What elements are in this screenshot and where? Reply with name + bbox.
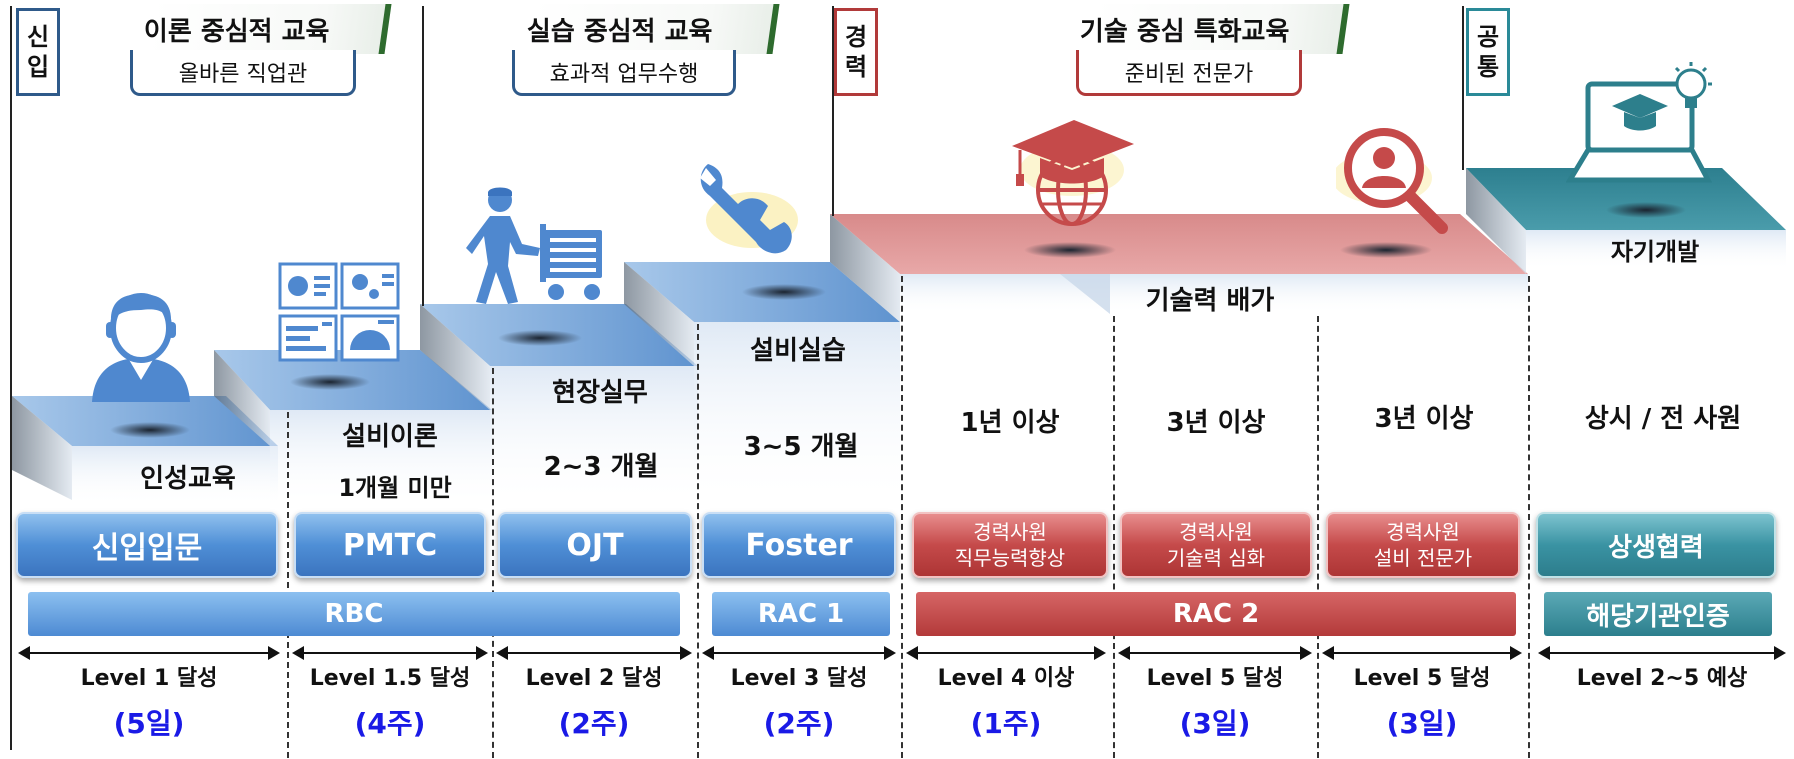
level-label-8: Level 2~5 예상	[1576, 666, 1748, 691]
banner-text: 실습 중심적 교육	[527, 16, 713, 47]
duration-3: (2주)	[558, 707, 630, 740]
level-label-2: Level 1.5 달성	[309, 666, 471, 691]
program-career-tech-deepen: 경력사원 기술력 심화	[1120, 512, 1312, 578]
level-label-1: Level 1 달성	[80, 666, 218, 691]
section-banner-career: 기술 중심 특화교육	[1026, 4, 1350, 54]
worker-cart-icon	[466, 187, 602, 304]
course-bar-rac1: RAC 1	[712, 592, 890, 636]
magnifier-person-icon	[1336, 128, 1448, 234]
graduation-cap-globe-icon	[1012, 120, 1134, 226]
range-arrow	[496, 646, 692, 660]
section-subtitle-career: 준비된 전문가	[1076, 50, 1302, 96]
column-divider	[1528, 276, 1530, 758]
section-tag-new: 신 입	[16, 8, 60, 96]
range-arrow	[292, 646, 488, 660]
course-bar-certification: 해당기관인증	[1544, 592, 1772, 636]
duration-2: (4주)	[354, 707, 426, 740]
wrench-icon	[700, 164, 798, 254]
section-tag-common: 공 통	[1466, 8, 1510, 96]
step-title-3: 현장실무	[552, 378, 648, 408]
step-period-3: 2~3 개월	[543, 452, 659, 482]
career-period-3: 3년 이상	[1374, 404, 1474, 434]
course-bar-rbc: RBC	[28, 592, 680, 636]
level-label-7: Level 5 달성	[1353, 666, 1491, 691]
career-period-2: 3년 이상	[1166, 408, 1266, 438]
program-win-win: 상생협력	[1536, 512, 1776, 578]
lightbulb-icon	[1670, 62, 1712, 108]
divider-left	[10, 6, 12, 750]
program-pmtc: PMTC	[294, 512, 486, 578]
divider-career	[832, 6, 834, 216]
divider-practice	[422, 6, 424, 306]
column-divider	[697, 324, 699, 758]
laptop-cap-icon	[1566, 81, 1713, 183]
program-newbie-intro: 신입입문	[16, 512, 278, 578]
level-label-4: Level 3 달성	[730, 666, 868, 691]
duration-4: (2주)	[763, 707, 835, 740]
program-career-competency: 경력사원 직무능력향상	[912, 512, 1108, 578]
career-platform-title: 기술력 배가	[1145, 286, 1275, 316]
divider-common	[1462, 6, 1464, 170]
person-icon	[92, 293, 190, 402]
banner-text: 이론 중심적 교육	[144, 16, 330, 47]
step-period-2: 1개월 미만	[338, 474, 452, 502]
section-tag-career: 경 력	[834, 8, 878, 96]
program-foster: Foster	[702, 512, 896, 578]
duration-5: (1주)	[970, 707, 1042, 740]
step-title-1: 인성교육	[140, 464, 236, 494]
column-divider	[1113, 316, 1115, 758]
step-title-4: 설비실습	[750, 336, 846, 366]
duration-1: (5일)	[113, 707, 185, 740]
course-bar-rac2: RAC 2	[916, 592, 1516, 636]
level-label-6: Level 5 달성	[1146, 666, 1284, 691]
range-arrow	[1538, 646, 1786, 660]
column-divider	[287, 412, 289, 758]
range-arrow	[1322, 646, 1522, 660]
career-period-1: 1년 이상	[960, 408, 1060, 438]
column-divider	[901, 276, 903, 758]
program-career-equipment-expert: 경력사원 설비 전문가	[1326, 512, 1520, 578]
dashboard-icon	[278, 262, 400, 362]
banner-text: 기술 중심 특화교육	[1080, 16, 1290, 47]
range-arrow	[18, 646, 280, 660]
common-period: 상시 / 전 사원	[1584, 404, 1742, 434]
section-banner-theory: 이론 중심적 교육	[88, 4, 392, 54]
program-ojt: OJT	[498, 512, 692, 578]
common-platform-title: 자기개발	[1610, 238, 1700, 266]
level-label-3: Level 2 달성	[525, 666, 663, 691]
step-period-4: 3~5 개월	[743, 432, 859, 462]
section-banner-practice: 실습 중심적 교육	[466, 4, 780, 54]
range-arrow	[906, 646, 1106, 660]
column-divider	[492, 368, 494, 758]
level-label-5: Level 4 이상	[937, 666, 1075, 691]
column-divider	[1317, 316, 1319, 758]
section-subtitle-new: 올바른 직업관	[130, 50, 356, 96]
range-arrow	[702, 646, 896, 660]
step-title-2: 설비이론	[342, 422, 438, 452]
range-arrow	[1118, 646, 1312, 660]
duration-6: (3일)	[1179, 707, 1251, 740]
duration-7: (3일)	[1386, 707, 1458, 740]
section-subtitle-practice: 효과적 업무수행	[512, 50, 736, 96]
